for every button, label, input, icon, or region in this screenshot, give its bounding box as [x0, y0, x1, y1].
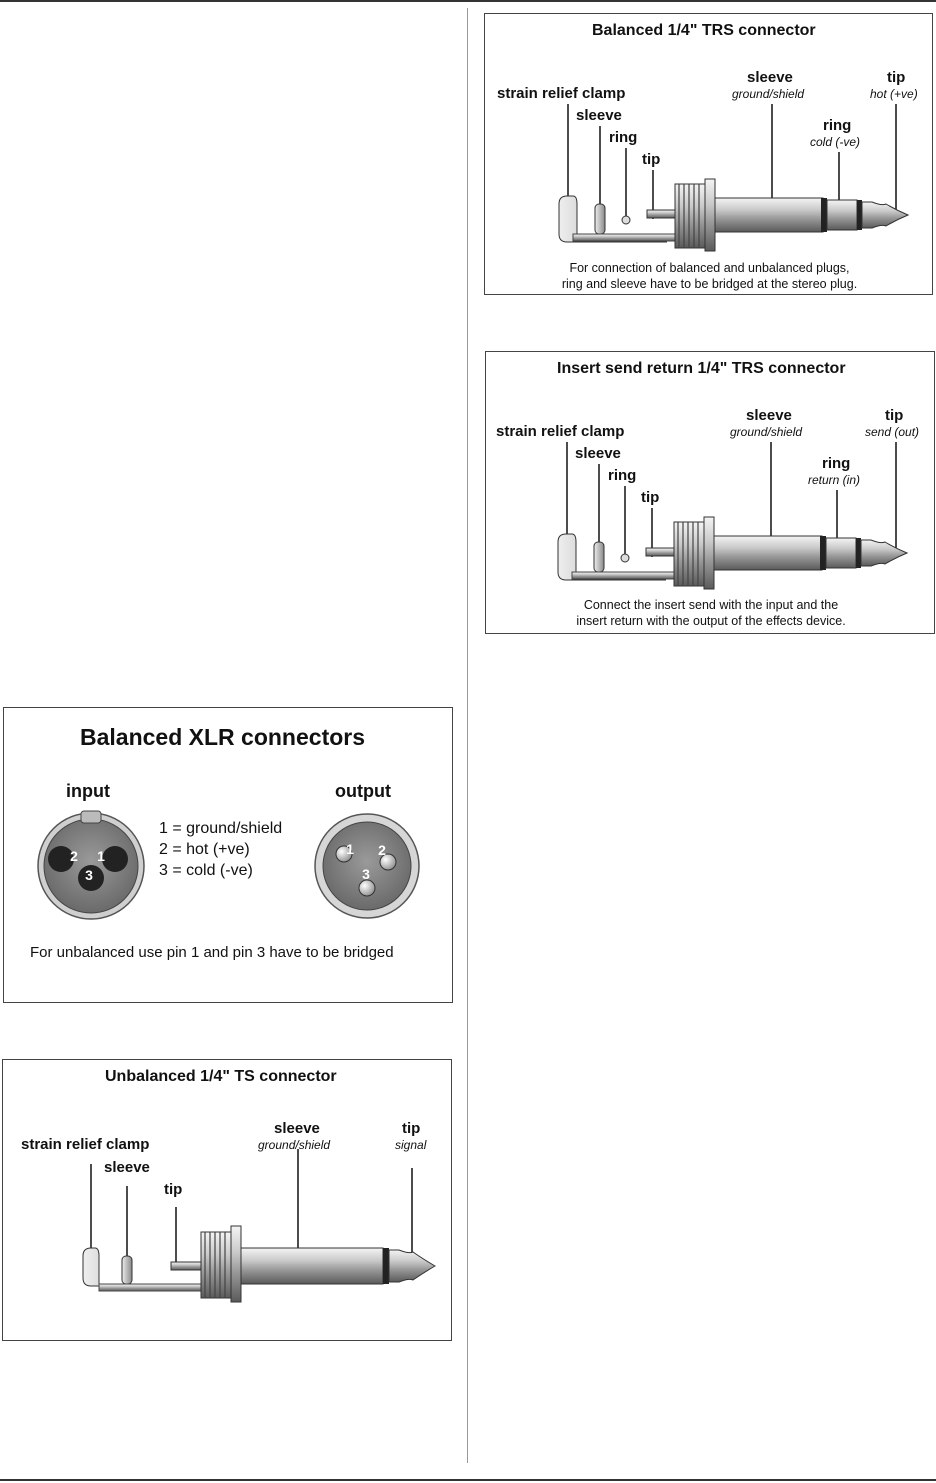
insert-trs-diagram: Insert send return 1/4" TRS connector st… — [485, 351, 935, 634]
balanced-trs-diagram: Balanced 1/4" TRS connector strain relie… — [484, 13, 933, 295]
label-sleeve-small: sleeve — [575, 445, 621, 462]
input-pin-1: 1 — [97, 848, 105, 864]
legend-pin-1: 1 = ground/shield — [159, 820, 283, 837]
label-tip: tip — [887, 69, 906, 86]
label-ring: ring — [823, 117, 852, 134]
note-line-1: For connection of balanced and unbalance… — [569, 261, 850, 275]
note-line-2: insert return with the output of the eff… — [576, 614, 846, 628]
label-sleeve-sub: ground/shield — [732, 87, 805, 101]
xlr-output-label: output — [335, 781, 391, 801]
label-sleeve-small: sleeve — [576, 107, 622, 124]
plug-body — [82, 1225, 436, 1303]
label-sleeve: sleeve — [747, 69, 793, 86]
output-pin-2: 2 — [378, 842, 386, 858]
label-sleeve: sleeve — [746, 407, 792, 424]
plug-body — [558, 178, 910, 252]
label-strain-relief-clamp: strain relief clamp — [496, 423, 625, 440]
label-ring-sub: cold (-ve) — [810, 135, 861, 149]
legend-pin-3: 3 = cold (-ve) — [159, 862, 253, 879]
label-ring-small: ring — [609, 129, 638, 146]
trs-plug-illustration — [558, 104, 910, 252]
trs-plug-illustration — [557, 442, 909, 590]
label-ring: ring — [822, 455, 851, 472]
label-tip-sub: send (out) — [865, 425, 920, 439]
label-ring-small: ring — [608, 467, 637, 484]
column-divider — [467, 8, 468, 1463]
xlr-output-connector: 1 2 3 — [314, 813, 420, 919]
label-tip: tip — [402, 1120, 421, 1137]
top-rule — [0, 0, 936, 2]
xlr-pin-legend: 1 = ground/shield 2 = hot (+ve) 3 = cold… — [159, 818, 282, 881]
label-tip-small: tip — [642, 151, 661, 168]
ts-plug-illustration — [82, 1149, 436, 1303]
label-sleeve-sub: ground/shield — [258, 1138, 331, 1152]
ts-title: Unbalanced 1/4" TS connector — [105, 1068, 337, 1085]
plug-body — [557, 516, 909, 590]
label-sleeve-small: sleeve — [104, 1159, 150, 1176]
label-strain-relief-clamp: strain relief clamp — [497, 85, 626, 102]
legend-pin-2: 2 = hot (+ve) — [159, 841, 250, 858]
unbalanced-ts-diagram: Unbalanced 1/4" TS connector strain reli… — [2, 1059, 452, 1341]
output-pin-1: 1 — [346, 841, 354, 857]
label-strain-relief-clamp: strain relief clamp — [21, 1136, 150, 1153]
insert-trs-note: Connect the insert send with the input a… — [486, 597, 936, 629]
label-tip-sub: signal — [395, 1138, 427, 1152]
label-tip-small: tip — [164, 1181, 183, 1198]
balanced-trs-note: For connection of balanced and unbalance… — [485, 260, 934, 292]
input-pin-2: 2 — [70, 848, 78, 864]
xlr-input-label: input — [66, 781, 110, 801]
xlr-diagram: 2 1 3 1 2 3 Balanced XLR connectors inpu… — [3, 707, 453, 1003]
label-tip-sub: hot (+ve) — [870, 87, 918, 101]
label-sleeve: sleeve — [274, 1120, 320, 1137]
label-sleeve-sub: ground/shield — [730, 425, 803, 439]
label-ring-sub: return (in) — [808, 473, 861, 487]
note-line-2: ring and sleeve have to be bridged at th… — [561, 277, 858, 291]
input-pin-3: 3 — [85, 867, 93, 883]
note-line-1: Connect the insert send with the input a… — [583, 598, 839, 612]
label-tip-small: tip — [641, 489, 660, 506]
bottom-rule — [0, 1479, 936, 1481]
xlr-title: Balanced XLR connectors — [80, 724, 366, 750]
balanced-trs-title: Balanced 1/4" TRS connector — [592, 22, 816, 39]
xlr-illustration: 2 1 3 1 2 3 — [37, 810, 420, 920]
label-tip: tip — [885, 407, 904, 424]
output-pin-3: 3 — [362, 866, 370, 882]
insert-trs-title: Insert send return 1/4" TRS connector — [557, 360, 846, 377]
xlr-input-connector: 2 1 3 — [37, 810, 145, 920]
xlr-note: For unbalanced use pin 1 and pin 3 have … — [30, 944, 394, 961]
